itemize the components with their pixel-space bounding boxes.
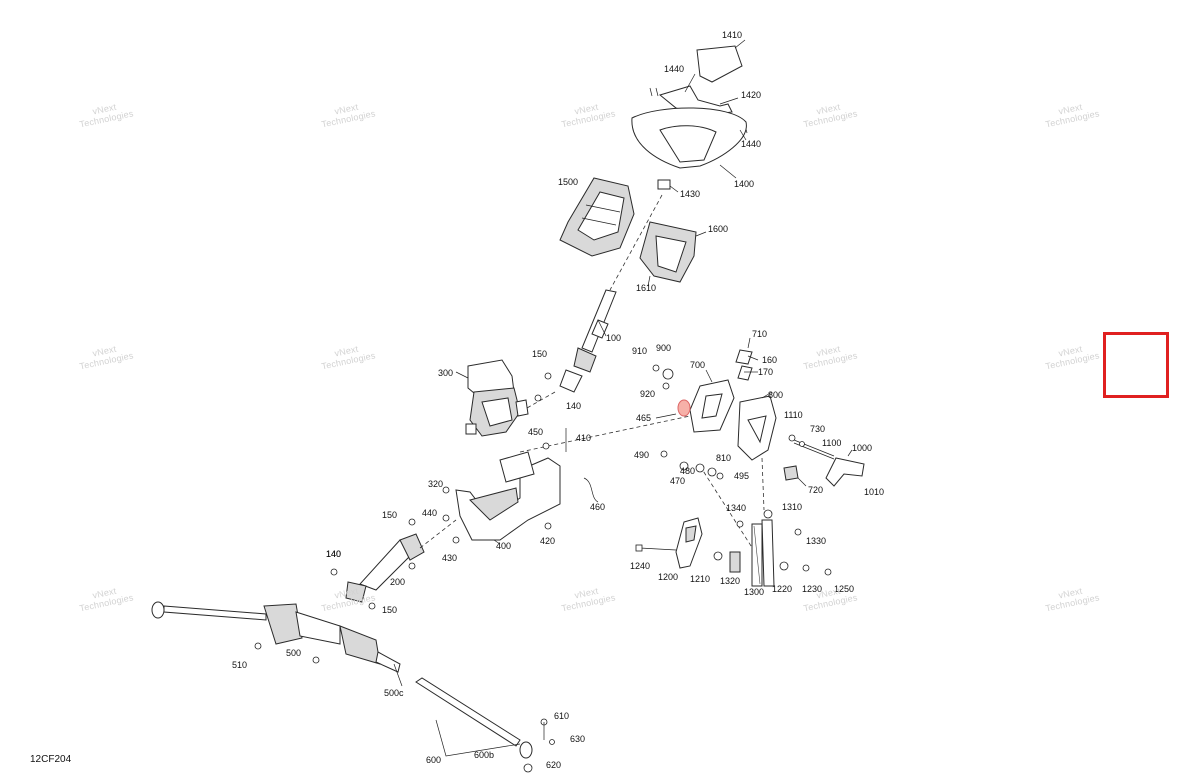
part-label-420: 420 bbox=[540, 536, 555, 546]
part-label-810: 810 bbox=[716, 453, 731, 463]
part-label-1240: 1240 bbox=[630, 561, 650, 571]
steering-shaft-100 bbox=[559, 289, 617, 393]
part-label-700: 700 bbox=[690, 360, 705, 370]
part-label-730: 730 bbox=[810, 424, 825, 434]
part-label-480: 480 bbox=[680, 466, 695, 476]
part-label-1110: 1110 bbox=[784, 410, 803, 420]
part-label-140: 140 bbox=[566, 401, 581, 411]
diagram-code: 12CF204 bbox=[30, 754, 72, 765]
intermediate-shaft-200 bbox=[345, 533, 425, 603]
part-label-1230: 1230 bbox=[802, 584, 822, 594]
part-label-140: 140 bbox=[326, 549, 341, 559]
bracket-800 bbox=[737, 391, 777, 461]
part-label-1250: 1250 bbox=[834, 584, 854, 594]
support-700 bbox=[689, 337, 759, 433]
block-720 bbox=[783, 465, 807, 487]
part-label-1100: 1100 bbox=[822, 438, 841, 448]
part-label-1300: 1300 bbox=[744, 587, 764, 597]
part-label-1000: 1000 bbox=[852, 443, 872, 453]
part-label-1420: 1420 bbox=[741, 90, 761, 100]
part-label-720: 720 bbox=[808, 485, 823, 495]
pin-1100 bbox=[788, 434, 835, 460]
pedal-bar-1300 bbox=[751, 519, 775, 587]
fasteners-middle bbox=[330, 364, 724, 610]
collar-465 bbox=[655, 399, 691, 419]
power-steering-motor-300 bbox=[455, 359, 529, 437]
washers bbox=[713, 509, 832, 576]
part-label-300: 300 bbox=[438, 368, 453, 378]
spring-1320 bbox=[729, 551, 741, 573]
part-label-630: 630 bbox=[570, 734, 585, 744]
part-label-440: 440 bbox=[422, 508, 437, 518]
part-label-1310: 1310 bbox=[782, 502, 802, 512]
wheel-cover-1410 bbox=[696, 39, 746, 83]
part-label-710: 710 bbox=[752, 329, 767, 339]
part-label-1400: 1400 bbox=[734, 179, 754, 189]
steering-wheel-1400 bbox=[631, 107, 747, 179]
part-label-1340: 1340 bbox=[726, 503, 746, 513]
part-label-500c: 500c bbox=[384, 688, 404, 698]
part-label-1610: 1610 bbox=[636, 283, 656, 293]
part-label-140: 140 bbox=[326, 549, 341, 559]
lever-1000 bbox=[825, 449, 865, 487]
part-label-400: 400 bbox=[496, 541, 511, 551]
part-label-460: 460 bbox=[590, 502, 605, 512]
part-label-620: 620 bbox=[546, 760, 561, 770]
part-label-495: 495 bbox=[734, 471, 749, 481]
part-label-610: 610 bbox=[554, 711, 569, 721]
part-label-150: 150 bbox=[382, 510, 397, 520]
part-label-600: 600 bbox=[426, 755, 441, 765]
part-label-910: 910 bbox=[632, 346, 647, 356]
part-label-1500: 1500 bbox=[558, 177, 578, 187]
part-label-1430: 1430 bbox=[680, 189, 700, 199]
part-label-410: 410 bbox=[576, 433, 591, 443]
part-label-465: 465 bbox=[636, 413, 651, 423]
part-label-1440: 1440 bbox=[664, 64, 684, 74]
part-label-1200: 1200 bbox=[658, 572, 678, 582]
column-cover-1600 bbox=[639, 221, 707, 287]
part-label-170: 170 bbox=[758, 367, 773, 377]
part-label-150: 150 bbox=[532, 349, 547, 359]
tie-rod-600 bbox=[415, 677, 555, 773]
part-label-450: 450 bbox=[528, 427, 543, 437]
part-label-160: 160 bbox=[762, 355, 777, 365]
part-label-1330: 1330 bbox=[806, 536, 826, 546]
part-label-100: 100 bbox=[606, 333, 621, 343]
part-label-320: 320 bbox=[428, 479, 443, 489]
part-label-500: 500 bbox=[286, 648, 301, 658]
part-label-900: 900 bbox=[656, 343, 671, 353]
selection-highlight-box[interactable] bbox=[1103, 332, 1169, 398]
part-label-510: 510 bbox=[232, 660, 247, 670]
part-label-1220: 1220 bbox=[772, 584, 792, 594]
column-cover-1500 bbox=[559, 177, 635, 257]
part-label-1320: 1320 bbox=[720, 576, 740, 586]
pedal-1200 bbox=[635, 517, 703, 569]
part-label-1010: 1010 bbox=[864, 487, 884, 497]
part-label-470: 470 bbox=[670, 476, 685, 486]
part-label-920: 920 bbox=[640, 389, 655, 399]
part-label-1410: 1410 bbox=[722, 30, 742, 40]
part-label-200: 200 bbox=[390, 577, 405, 587]
part-label-600b: 600b bbox=[474, 750, 494, 760]
part-label-800: 800 bbox=[768, 390, 783, 400]
part-label-430: 430 bbox=[442, 553, 457, 563]
bushing-1430 bbox=[657, 179, 679, 193]
part-label-1440: 1440 bbox=[741, 139, 761, 149]
part-label-490: 490 bbox=[634, 450, 649, 460]
part-number-labels: 1410 1440 1420 1440 1400 1430 1500 1600 1610 100 1… bbox=[232, 30, 884, 770]
part-label-1600: 1600 bbox=[708, 224, 728, 234]
part-label-150: 150 bbox=[382, 605, 397, 615]
bracket-400 bbox=[455, 451, 561, 545]
part-label-1210: 1210 bbox=[690, 574, 710, 584]
steering-rack-500 bbox=[151, 601, 403, 687]
